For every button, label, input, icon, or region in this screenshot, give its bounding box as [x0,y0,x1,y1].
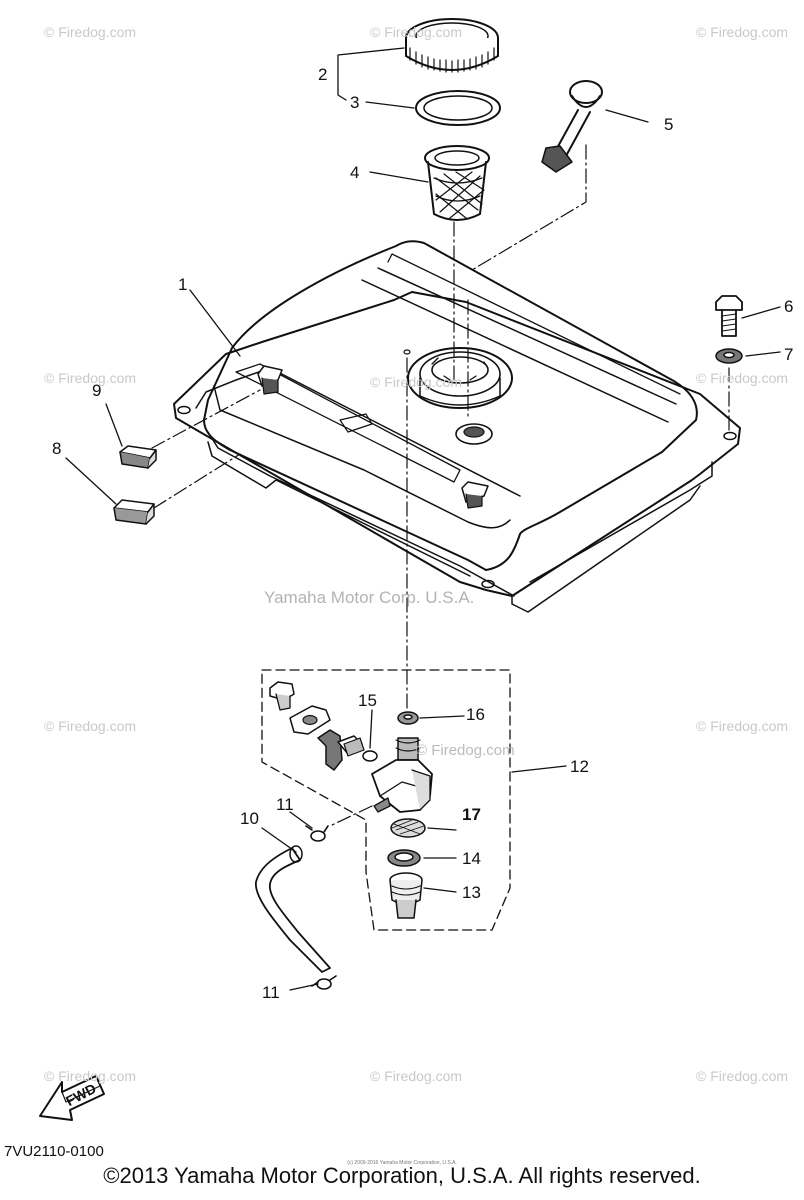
watermark: © Firedog.com [696,370,789,386]
damper-pad-9-part [119,445,157,469]
damper-pad-8-part [113,499,155,525]
copyright-notice: ©2013 Yamaha Motor Corporation, U.S.A. A… [103,1163,701,1188]
callout-13: 13 [462,883,481,902]
watermark: © Firedog.com [44,24,137,40]
fuel-strainer-part [424,145,490,221]
callout-6: 6 [784,297,794,316]
callout-3: 3 [350,93,360,112]
callout-1: 1 [178,275,188,294]
fwd-arrow-icon [39,1075,105,1121]
fuel-cap-part [405,18,499,73]
callout-11-upper: 11 [276,795,294,814]
watermark-center: Yamaha Motor Corp. U.S.A. [264,588,475,607]
leader-lines [65,47,781,991]
alignment-lines [151,144,730,827]
watermark: © Firedog.com [696,1068,789,1084]
watermark-overlap: © Firedog.com [416,742,515,759]
callout-15: 15 [358,691,377,710]
callout-5: 5 [664,115,674,134]
callout-9: 9 [92,381,102,400]
hose-clip-lower-part [311,975,337,990]
bolt-part [715,295,743,337]
fuel-tank-part [173,240,741,613]
watermark: © Firedog.com [44,370,137,386]
fuel-cock-assembly-part [269,681,433,919]
assembly-12-boundary [261,669,511,931]
watermark: © Firedog.com [44,1068,137,1084]
diagram-code: 7VU2110-0100 [4,1143,104,1160]
callout-2: 2 [318,65,328,84]
fuel-gauge-part [541,80,603,173]
watermark: © Firedog.com [696,718,789,734]
fwd-arrow-shadow-icon [61,1085,101,1103]
watermark: © Firedog.com [44,718,137,734]
watermark: © Firedog.com [370,24,463,40]
watermark: © Firedog.com [370,1068,463,1084]
callout-17: 17 [462,805,481,824]
callout-4: 4 [350,163,360,182]
callout-10: 10 [240,809,259,828]
callout-7: 7 [784,345,794,364]
callout-8: 8 [52,439,62,458]
cap-gasket-part [415,90,501,126]
fuel-hose-part [255,845,331,973]
watermark: © Firedog.com [696,24,789,40]
washer-part [715,348,743,364]
callout-12: 12 [570,757,589,776]
callout-11-lower: 11 [262,983,280,1002]
hose-clip-upper-part [305,825,329,842]
callout-14: 14 [462,849,481,868]
callout-16: 16 [466,705,485,724]
fine-print: (c) 2009-2016 Yamaha Motor Corporation, … [347,1160,457,1166]
watermark: © Firedog.com [370,374,463,390]
